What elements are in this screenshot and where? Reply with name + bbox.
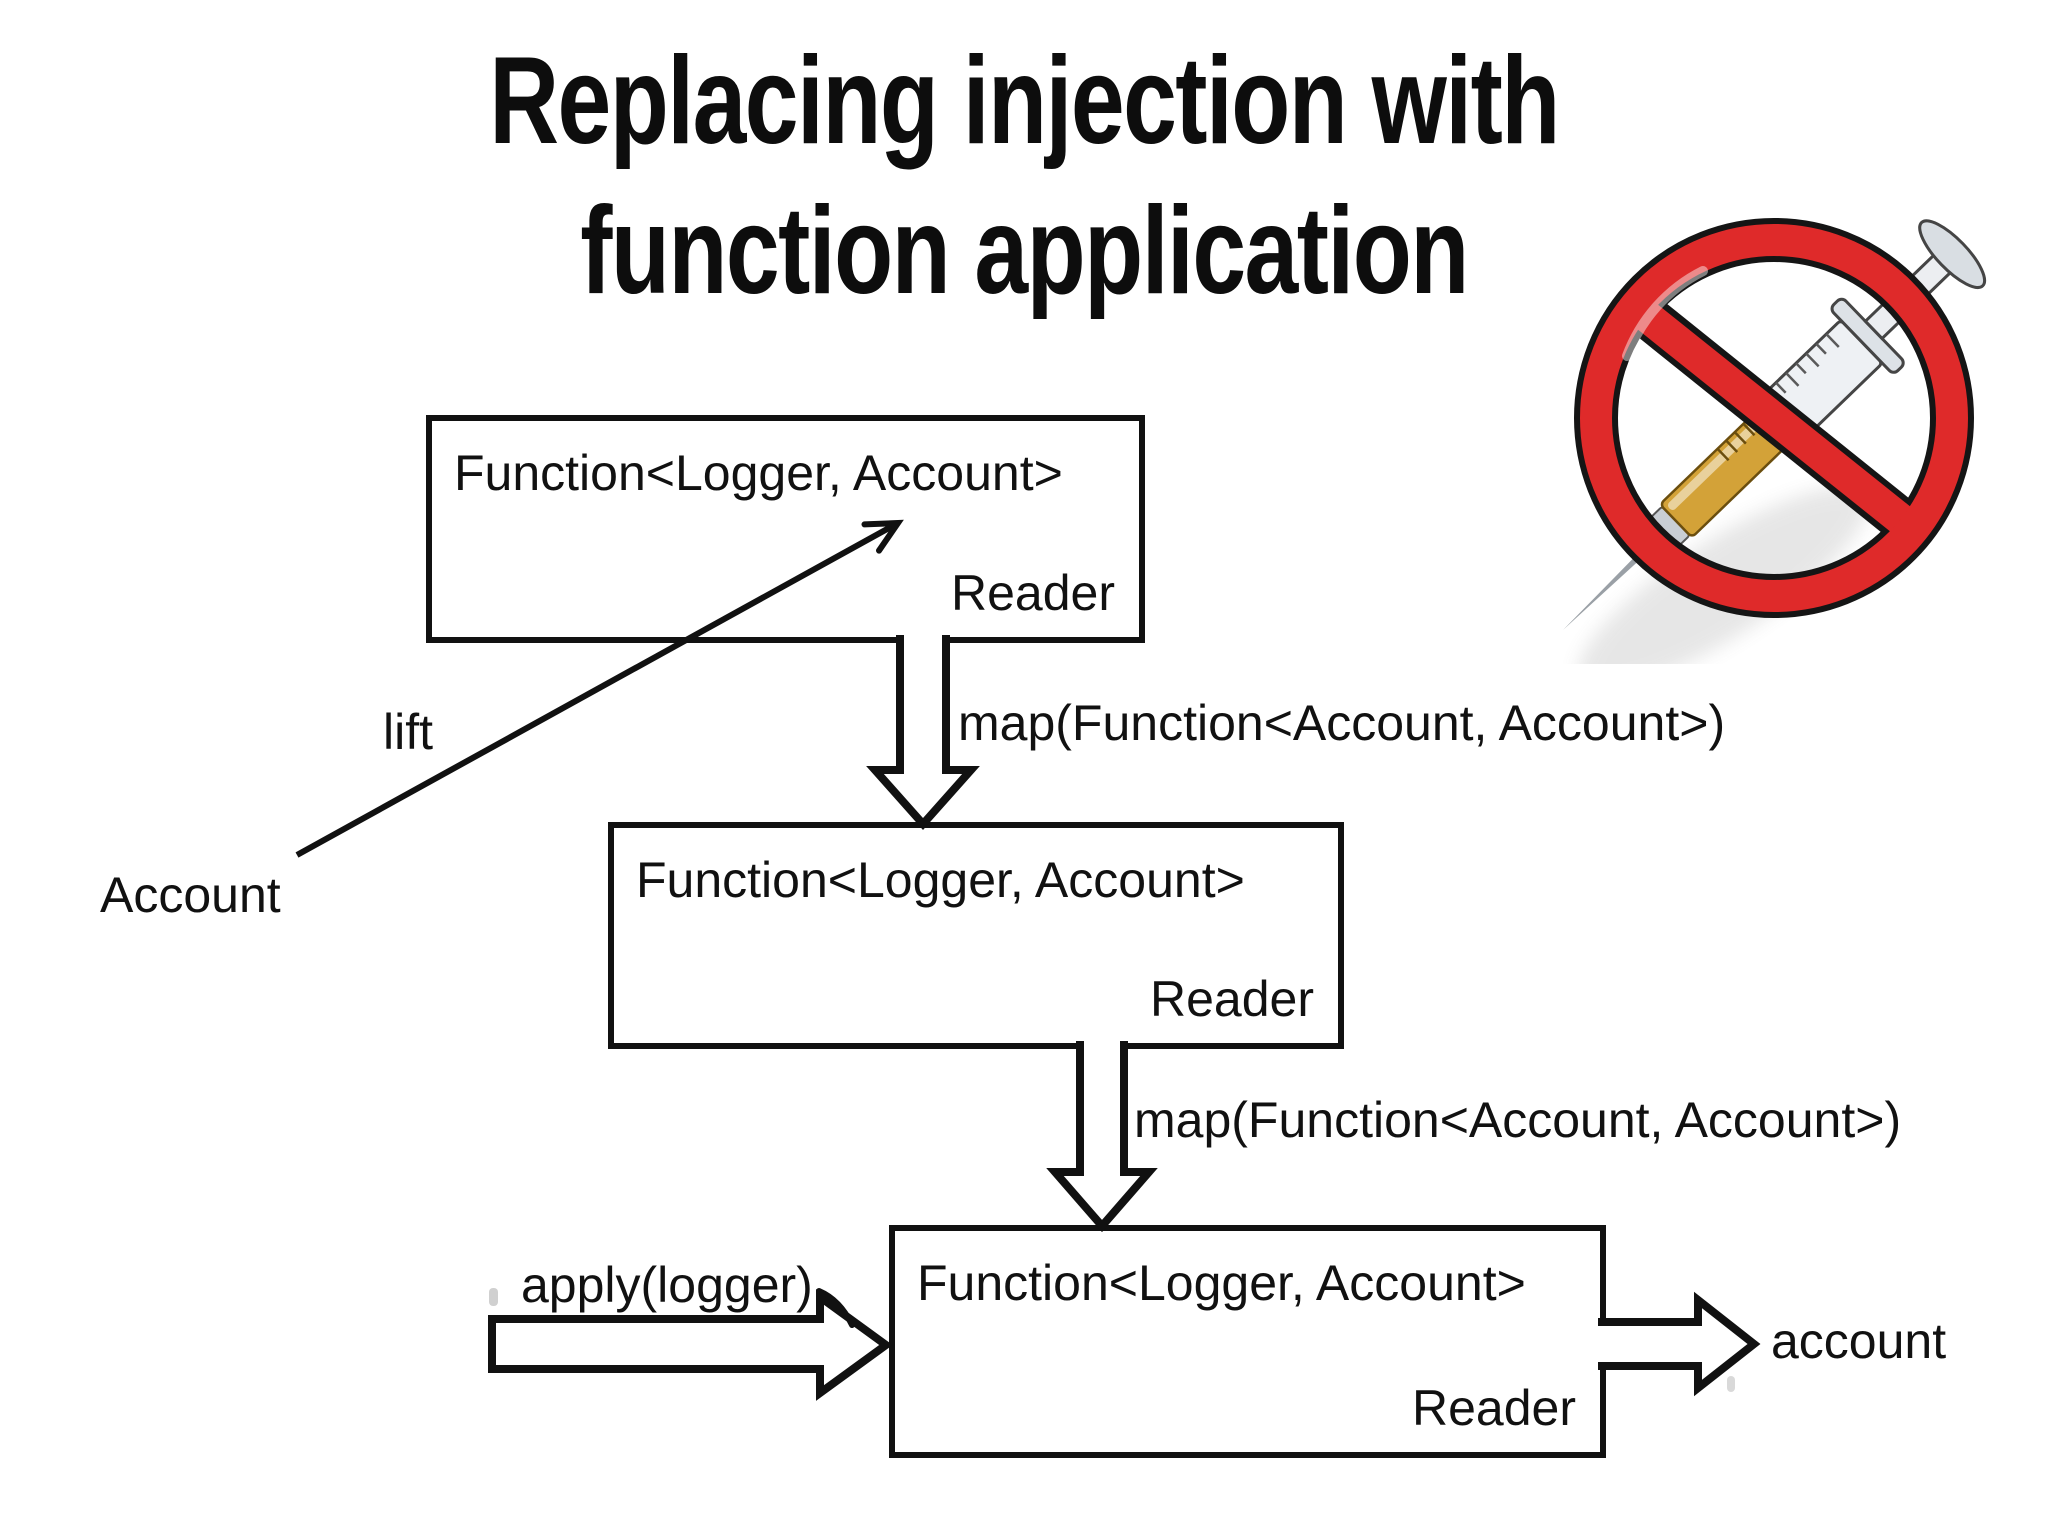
output-arrow <box>1598 1291 1761 1397</box>
account-output-label: account <box>1771 1313 1947 1369</box>
syringe-needle <box>1563 551 1645 630</box>
reader-tag: Reader <box>951 565 1115 621</box>
account-source-label: Account <box>100 867 281 923</box>
syringe-flange <box>1830 297 1905 374</box>
reader-box-2: Function<Logger, Account> Reader <box>608 822 1344 1049</box>
reader-tag: Reader <box>1150 971 1314 1027</box>
map-arrow-1 <box>866 635 980 831</box>
syringe-barrel <box>1755 320 1883 446</box>
function-type-label: Function<Logger, Account> <box>636 852 1245 908</box>
smudge-artifact <box>489 1288 498 1306</box>
prohibition-bar-outline <box>1618 286 1930 550</box>
syringe-collar <box>1650 506 1690 547</box>
title-line-1: Replacing injection with <box>489 32 1560 170</box>
map-arrow-2-label: map(Function<Account, Account>) <box>1134 1092 1902 1148</box>
page-title: Replacing injection with function applic… <box>225 26 1822 326</box>
lift-label: lift <box>383 704 433 760</box>
smudge-artifact <box>1727 1376 1735 1392</box>
title-line-2: function application <box>580 182 1469 320</box>
syringe-barrel-ticks <box>1764 333 1840 407</box>
syringe-gold-ticks <box>1716 414 1765 462</box>
function-type-label: Function<Logger, Account> <box>917 1255 1526 1311</box>
reader-box-3: Function<Logger, Account> Reader <box>889 1225 1606 1458</box>
syringe-gold-highlight <box>1667 415 1766 511</box>
apply-label-tail <box>816 1288 855 1328</box>
syringe-hub <box>1629 513 1683 567</box>
reader-tag: Reader <box>1412 1380 1576 1436</box>
function-type-label: Function<Logger, Account> <box>454 445 1063 501</box>
apply-label: apply(logger) <box>521 1257 813 1313</box>
prohibition-bar <box>1624 293 1924 543</box>
syringe-gold-barrel <box>1660 407 1792 537</box>
icon-shadow <box>1578 487 1868 664</box>
map-arrow-1-label: map(Function<Account, Account>) <box>958 695 1726 751</box>
reader-box-1: Function<Logger, Account> Reader <box>426 415 1145 643</box>
syringe-plunger-rod <box>1863 248 1958 341</box>
syringe-thumb-pad <box>1918 219 1987 289</box>
